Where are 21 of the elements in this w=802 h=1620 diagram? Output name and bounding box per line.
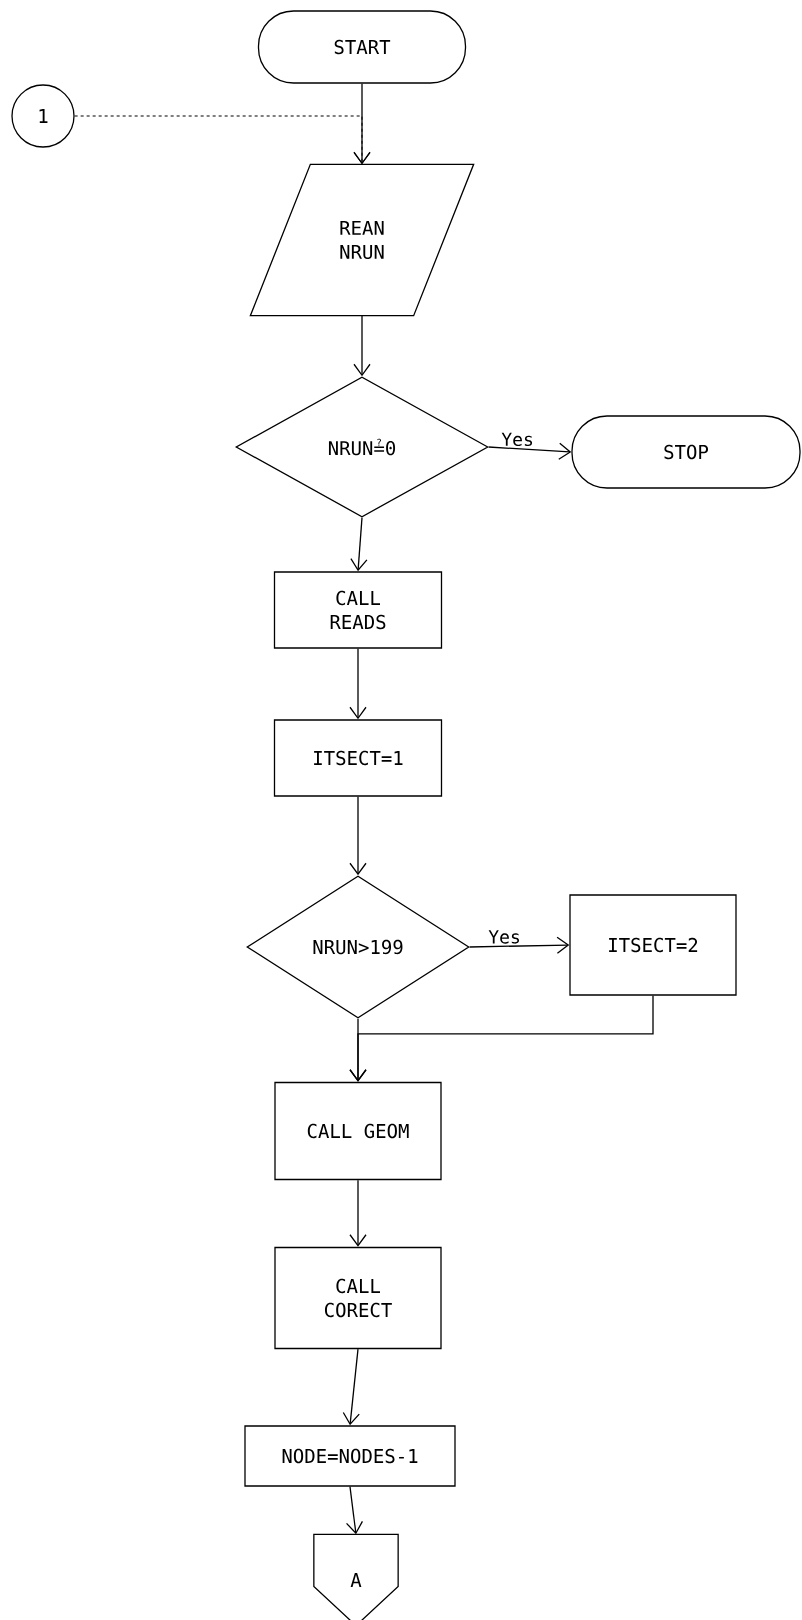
process-box: ITSECT=2 xyxy=(569,894,737,996)
process-box: ITSECT=1 xyxy=(273,719,443,797)
arrow xyxy=(342,1348,360,1426)
input-parallelogram: REAN NRUN xyxy=(249,163,475,317)
arrow xyxy=(349,1018,367,1082)
arrow xyxy=(349,648,367,720)
arrow xyxy=(488,442,572,460)
arrow xyxy=(74,115,371,164)
arrow xyxy=(350,517,368,572)
process-box: CALL CORECT xyxy=(274,1246,442,1350)
arrow xyxy=(469,936,570,954)
edge-label: Yes xyxy=(500,431,535,448)
edge-label: Yes xyxy=(487,929,522,945)
process-box: CALL GEOM xyxy=(274,1081,442,1181)
arrow xyxy=(349,1179,367,1247)
process-box: NODE=NODES-1 xyxy=(244,1425,456,1487)
process-box: CALL READS xyxy=(273,571,443,649)
arrow xyxy=(353,315,371,377)
arrow xyxy=(349,796,367,876)
arrow xyxy=(345,1486,364,1535)
offpage-connector: A xyxy=(313,1533,399,1620)
